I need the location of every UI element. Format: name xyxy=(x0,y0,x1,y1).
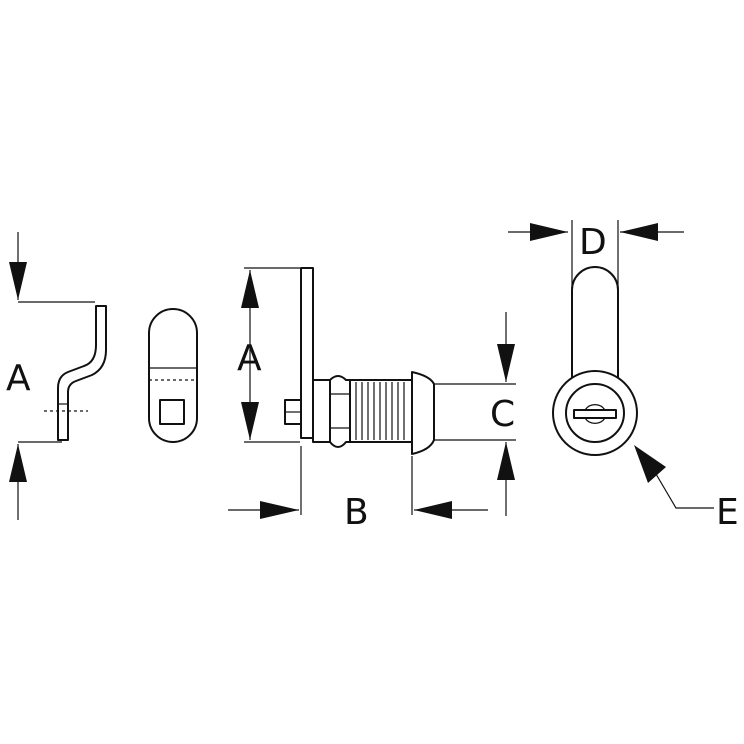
dimension-b xyxy=(228,446,488,519)
dimension-a-left xyxy=(9,232,95,520)
dimension-c xyxy=(434,312,516,516)
thread-lines xyxy=(355,382,405,440)
dimension-d xyxy=(508,220,684,290)
label-d: D xyxy=(579,222,607,263)
cam-lock-side-icon xyxy=(284,267,435,455)
cam-lock-front-icon xyxy=(552,266,638,456)
label-b: B xyxy=(344,492,369,533)
label-c: C xyxy=(490,394,515,435)
cam-arm-icon xyxy=(44,305,107,441)
label-a-center: A xyxy=(237,338,262,379)
dimension-a-center xyxy=(241,267,300,443)
cam-front-icon xyxy=(148,308,198,443)
dimension-e xyxy=(634,445,714,509)
label-a-left: A xyxy=(6,358,31,399)
label-e: E xyxy=(716,492,739,533)
